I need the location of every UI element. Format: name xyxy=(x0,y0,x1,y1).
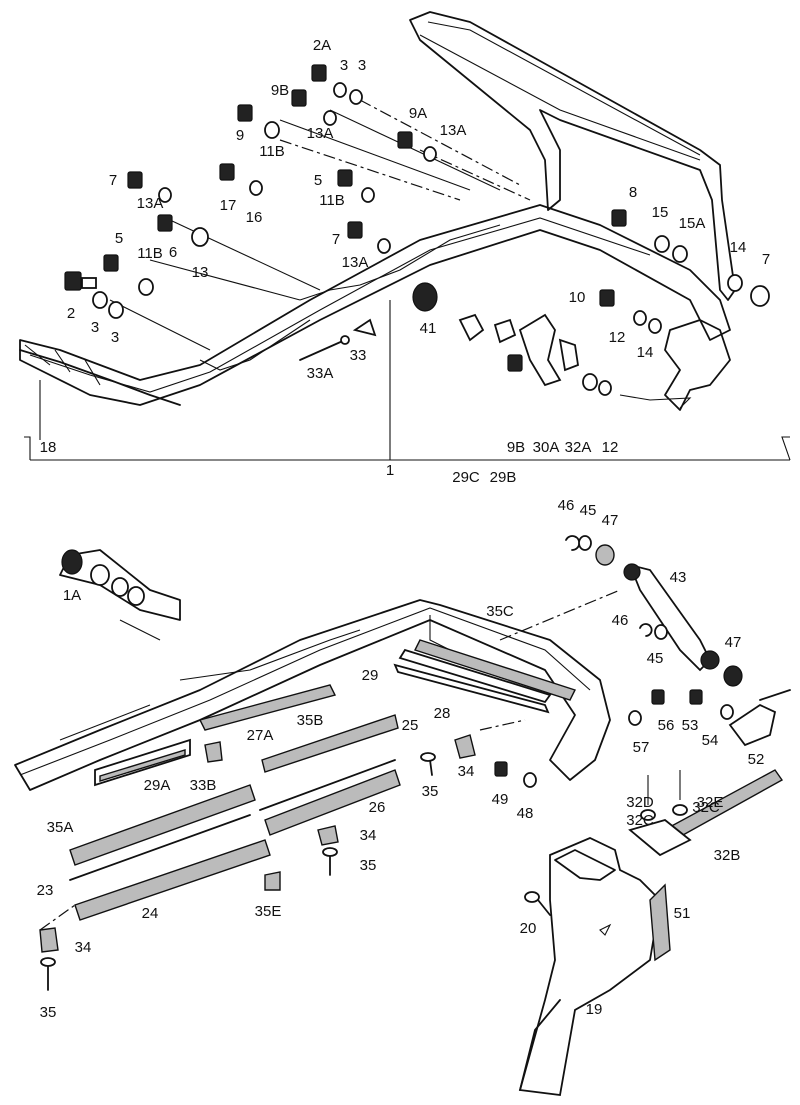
callout-top-12: 16 xyxy=(246,209,263,226)
callout-bottom-35: 24 xyxy=(142,905,159,922)
callout-top-6: 9 xyxy=(236,127,244,144)
callout-top-41: 32A xyxy=(565,439,592,456)
callout-bottom-17: 33B xyxy=(190,777,217,794)
callout-top-16: 13 xyxy=(192,264,209,281)
callout-top-17: 5 xyxy=(115,230,123,247)
callout-top-5: 13A xyxy=(440,122,467,139)
callout-bottom-19: 34 xyxy=(458,763,475,780)
callout-top-23: 15A xyxy=(679,215,706,232)
callout-bottom-14: 35B xyxy=(297,712,324,729)
callout-bottom-5: 35C xyxy=(486,603,514,620)
callout-top-27: 3 xyxy=(91,319,99,336)
callout-top-21: 8 xyxy=(629,184,637,201)
windshield-frame xyxy=(409,11,736,301)
callout-top-42: 12 xyxy=(602,439,619,456)
callout-bottom-7: 45 xyxy=(647,650,664,667)
callout-top-10: 13A xyxy=(137,195,164,212)
callout-bottom-1: 45 xyxy=(580,502,597,519)
callout-bottom-16: 29A xyxy=(144,777,171,794)
callout-bottom-9: 29 xyxy=(362,667,379,684)
callout-bottom-11: 56 xyxy=(658,717,675,734)
callout-bottom-33: 35 xyxy=(360,857,377,874)
callout-top-0: 2A xyxy=(313,37,331,54)
callout-bottom-12: 53 xyxy=(682,717,699,734)
callout-bottom-4: 1A xyxy=(63,587,81,604)
callout-top-35: 18 xyxy=(40,439,57,456)
callout-bottom-18: 35 xyxy=(422,783,439,800)
callout-bottom-0: 46 xyxy=(558,497,575,514)
callout-top-31: 14 xyxy=(637,344,654,361)
callout-bottom-27: 35A xyxy=(47,819,74,836)
callout-top-39: 9B xyxy=(507,439,525,456)
callout-top-20: 13A xyxy=(342,254,369,271)
callout-top-9: 7 xyxy=(109,172,117,189)
callout-top-13: 5 xyxy=(314,172,322,189)
side-rail xyxy=(19,204,731,406)
callout-top-8: 11B xyxy=(259,143,285,160)
callout-bottom-31: 34 xyxy=(360,827,377,844)
callout-top-2: 3 xyxy=(358,57,366,74)
callout-top-14: 11B xyxy=(319,192,345,209)
callout-top-38: 29B xyxy=(490,469,517,486)
lower-side-rail xyxy=(14,599,611,791)
rear-quarter-trim xyxy=(518,837,661,1096)
callout-top-18: 11B xyxy=(137,245,163,262)
callout-bottom-32: 32B xyxy=(714,847,741,864)
callout-top-4: 9A xyxy=(409,105,427,122)
callout-bottom-20: 49 xyxy=(492,791,509,808)
callout-top-40: 30A xyxy=(533,439,560,456)
callout-top-37: 29C xyxy=(452,469,480,486)
callout-top-1: 3 xyxy=(340,57,348,74)
callout-bottom-37: 20 xyxy=(520,920,537,937)
callout-top-3: 9B xyxy=(271,82,289,99)
bottom-frame-assembly xyxy=(14,535,791,1096)
callout-bottom-25: 32D xyxy=(626,794,654,811)
callout-top-24: 14 xyxy=(730,239,747,256)
bolt-group-right xyxy=(507,209,770,396)
callout-top-34: 33A xyxy=(307,365,334,382)
callout-bottom-24: 52 xyxy=(748,751,765,768)
callout-bottom-21: 48 xyxy=(517,805,534,822)
right-bracket xyxy=(664,319,731,411)
callout-bottom-34: 23 xyxy=(37,882,54,899)
callout-top-28: 3 xyxy=(111,329,119,346)
callout-bottom-41: 19 xyxy=(586,1001,603,1018)
bolt-group-left xyxy=(64,64,437,319)
callout-top-7: 13A xyxy=(307,125,334,142)
callout-top-33: 33 xyxy=(350,347,367,364)
callout-top-11: 17 xyxy=(220,197,237,214)
callout-bottom-38: 51 xyxy=(674,905,691,922)
callout-bottom-36: 35E xyxy=(255,903,282,920)
callout-bottom-30: 32C xyxy=(692,799,720,816)
callout-top-29: 10 xyxy=(569,289,586,306)
callout-top-26: 2 xyxy=(67,305,75,322)
callout-bottom-10: 28 xyxy=(434,705,451,722)
callout-bottom-26: 32E xyxy=(697,794,724,811)
callout-bottom-23: 54 xyxy=(702,732,719,749)
callout-bottom-8: 47 xyxy=(725,634,742,651)
callout-bottom-13: 27A xyxy=(247,727,274,744)
callout-top-25: 7 xyxy=(762,251,770,268)
callout-top-30: 12 xyxy=(609,329,626,346)
top-frame-assembly xyxy=(19,11,791,461)
callout-bottom-22: 57 xyxy=(633,739,650,756)
callout-bottom-29: 32C xyxy=(626,812,654,829)
callout-top-22: 15 xyxy=(652,204,669,221)
callout-top-15: 6 xyxy=(169,244,177,261)
callout-bottom-2: 47 xyxy=(602,512,619,529)
callout-bottom-39: 34 xyxy=(75,939,92,956)
callout-bottom-3: 43 xyxy=(670,569,687,586)
hinge-plate xyxy=(518,313,562,387)
callout-top-19: 7 xyxy=(332,231,340,248)
callout-top-36: 1 xyxy=(386,462,394,479)
callout-bottom-28: 26 xyxy=(369,799,386,816)
callout-bottom-15: 25 xyxy=(402,717,419,734)
callout-bottom-6: 46 xyxy=(612,612,629,629)
callout-bottom-40: 35 xyxy=(40,1004,57,1021)
callout-top-32: 41 xyxy=(420,320,437,337)
